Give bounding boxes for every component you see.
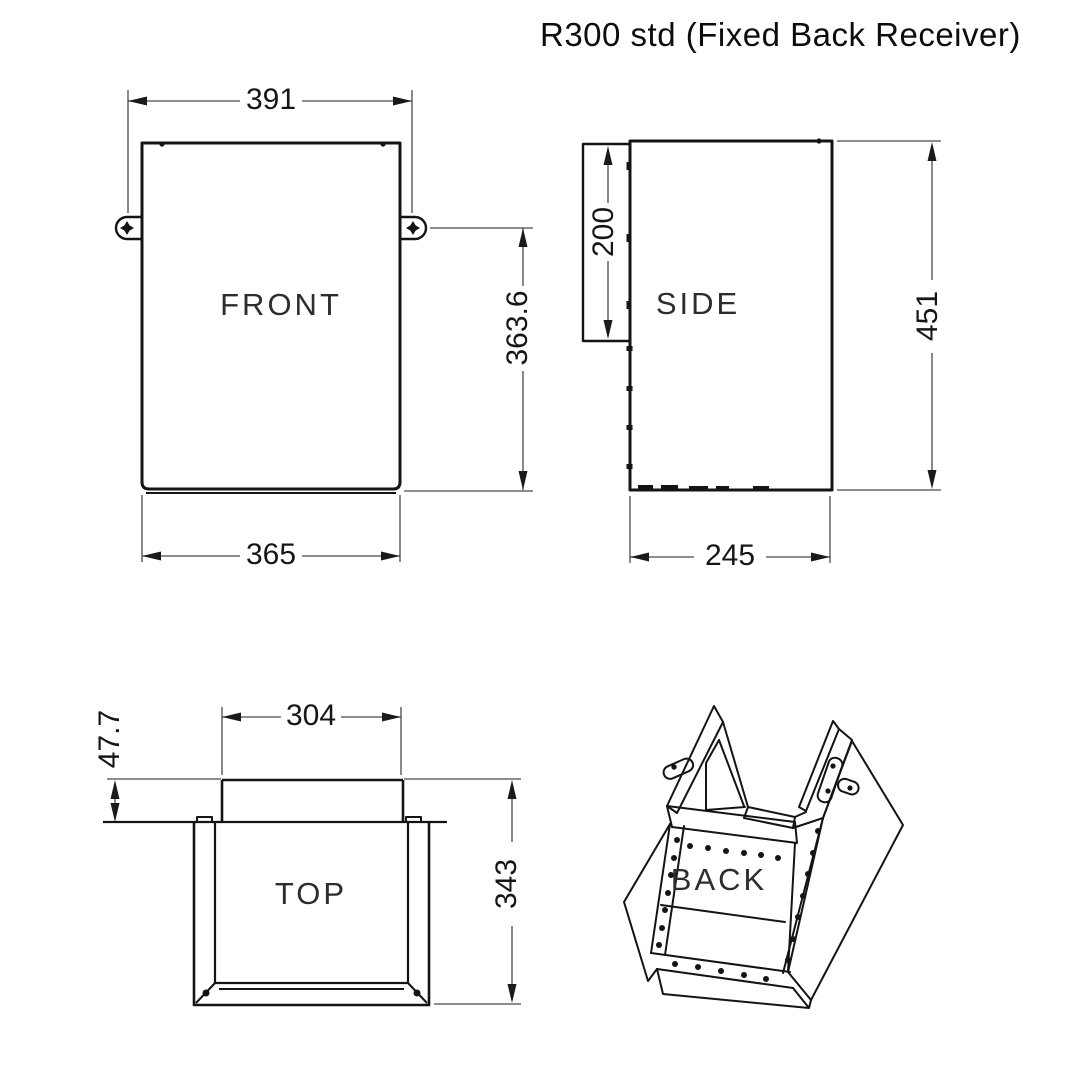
front-view-dimensions [127,90,533,562]
ear-hole-mark [120,221,134,235]
dim-front-height-below-tabs: 363.6 [501,286,535,370]
side-view-label: SIDE [655,286,741,321]
side-view-dimensions [603,140,941,563]
dim-top-opening-width: 304 [281,699,341,733]
back-right-ear [816,756,860,804]
top-view-dimensions [107,707,521,1005]
front-view-drawing [114,141,428,494]
back-view-label: BACK [670,862,768,897]
front-view-label: FRONT [220,287,342,322]
dim-side-flange-height: 200 [587,202,621,262]
top-view-drawing [103,778,447,1007]
dim-top-overall-depth: 343 [490,854,524,914]
front-left-ear [114,215,142,241]
dim-side-overall-height: 451 [911,286,945,346]
rivet-dots [656,828,821,982]
ear-hole-mark [406,221,420,235]
back-left-ear [662,757,695,780]
dim-front-overall-width: 391 [241,83,301,117]
front-right-ear [400,215,428,241]
side-view-drawing [581,138,834,492]
dim-side-depth: 245 [700,539,760,573]
dim-top-lip-depth: 47.7 [93,705,127,773]
drawing-title: R300 std (Fixed Back Receiver) [540,16,1021,53]
top-view-label: TOP [274,876,348,911]
back-isometric-drawing [623,705,904,1009]
dim-front-body-width: 365 [241,538,301,572]
